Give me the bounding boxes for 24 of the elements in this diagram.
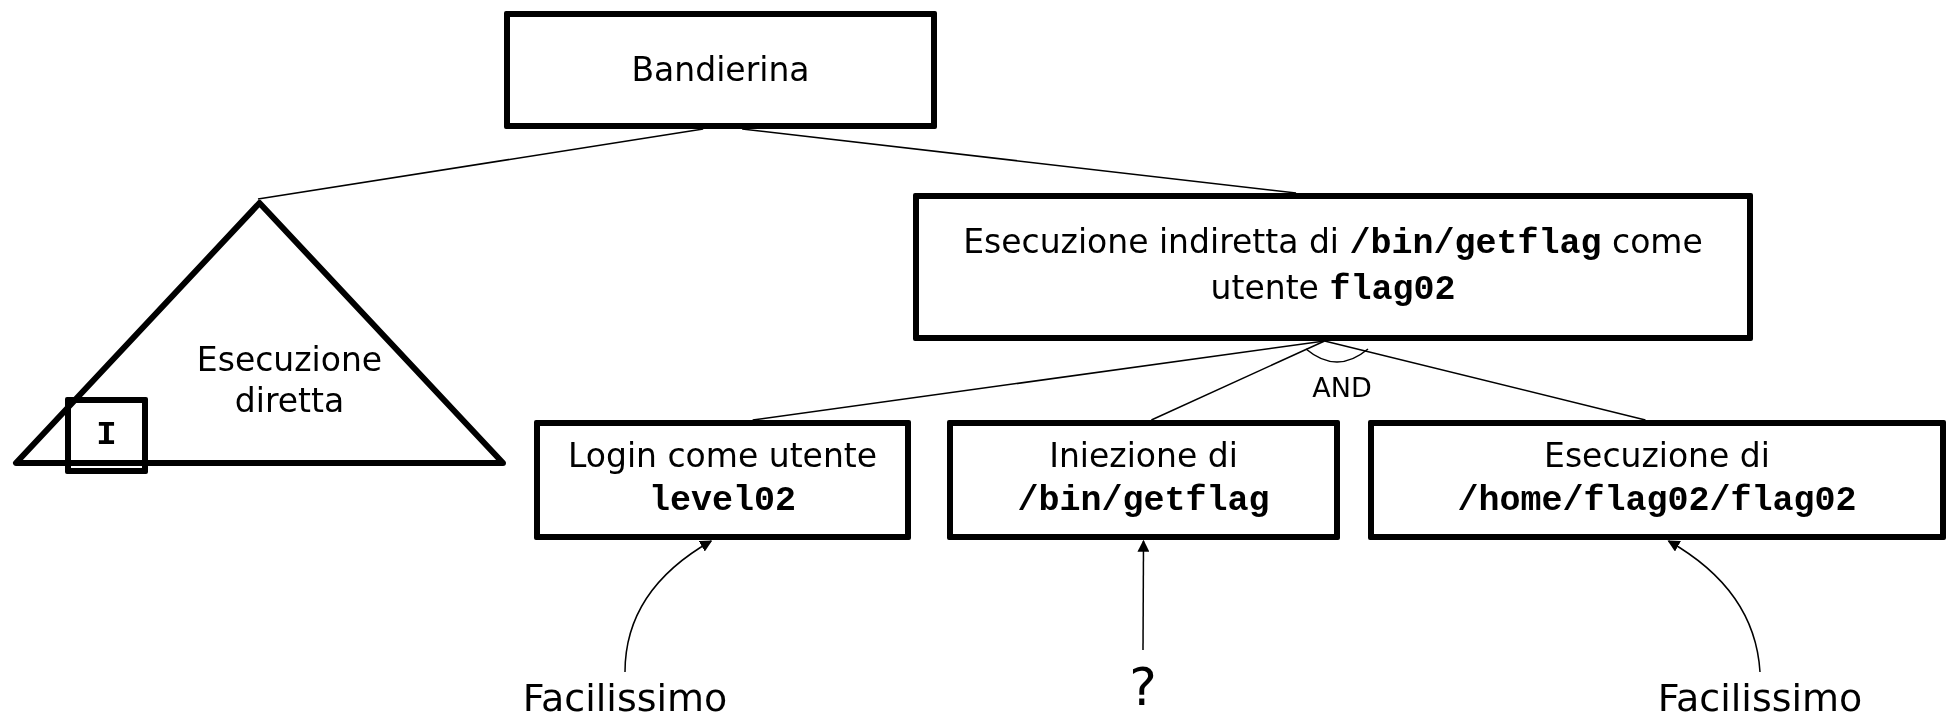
box-label: Iniezione di /bin/getflag <box>1016 435 1271 524</box>
tree-connector <box>1150 340 1326 421</box>
process-box <box>913 193 1753 341</box>
process-box <box>947 420 1340 540</box>
box-label: Esecuzione indiretta di /bin/getflag come utente flag02 <box>962 220 1704 312</box>
tree-connector <box>1323 340 1647 421</box>
tree-connector <box>257 128 704 200</box>
curved-arrow <box>624 540 713 673</box>
annotation-text: Facilissimo <box>1657 675 1863 723</box>
triangle-label: Esecuzione diretta <box>195 339 384 422</box>
process-box <box>504 11 937 129</box>
annotation-text: Facilissimo <box>522 675 728 723</box>
box-label: Login come utente level02 <box>566 435 879 524</box>
box-label: Bandierina <box>631 48 810 91</box>
curved-arrow <box>1137 539 1150 651</box>
gate-label: AND <box>1312 371 1372 403</box>
marker-label: I <box>96 415 117 457</box>
box-label: Esecuzione di /home/flag02/flag02 <box>1456 435 1858 524</box>
process-box <box>534 420 911 540</box>
annotation-text: ? <box>1129 656 1157 720</box>
marker-box <box>65 397 148 474</box>
curved-arrow <box>1667 540 1761 673</box>
triangle-node <box>12 199 507 467</box>
process-box <box>1368 420 1946 540</box>
